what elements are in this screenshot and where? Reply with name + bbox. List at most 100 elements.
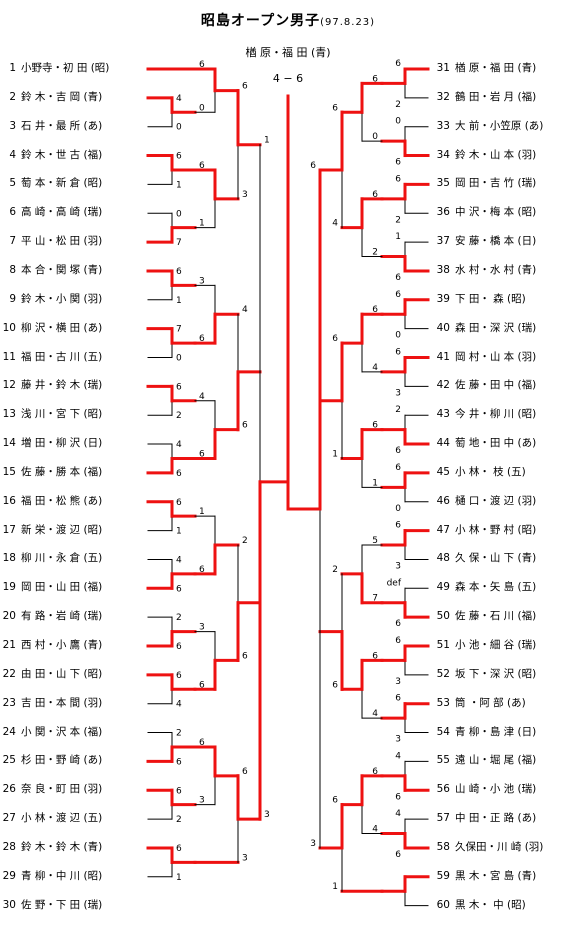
player-club: (あ) <box>83 494 103 507</box>
player-names: 平 山・松 田 <box>21 235 81 248</box>
player-number: 22 <box>2 667 16 680</box>
score-label: 2 <box>332 565 338 575</box>
score-label: 2 <box>395 405 401 415</box>
player-names: 岡 田・吉 竹 <box>455 177 515 190</box>
player-club: (福) <box>517 610 537 623</box>
player-number: 2 <box>9 90 16 103</box>
player-names: 水 村・水 村 <box>455 263 515 276</box>
player-club: (昭) <box>507 292 526 305</box>
player-club: (青) <box>517 62 537 74</box>
score-label: 4 <box>332 219 338 229</box>
player-number: 39 <box>436 292 450 305</box>
score-label: 6 <box>199 449 205 459</box>
score-label: 6 <box>176 382 182 392</box>
player-names: 青 柳・中 川 <box>21 869 81 882</box>
score-label: 6 <box>242 82 248 92</box>
score-label: 1 <box>176 873 182 883</box>
player-names: 小 関・沢 本 <box>21 725 81 738</box>
player-number: 27 <box>2 812 16 825</box>
score-label: 2 <box>176 815 182 825</box>
player-club: (昭) <box>517 206 537 219</box>
player-club: (福) <box>83 465 103 478</box>
player-names: 岡 村・山 本 <box>455 350 515 363</box>
score-label: 6 <box>372 74 378 84</box>
player-number: 8 <box>9 263 16 276</box>
score-label: 3 <box>242 853 248 863</box>
player-club: (青) <box>83 263 103 276</box>
player-club: (あ) <box>517 437 537 450</box>
score-label: 6 <box>176 152 182 162</box>
score-label: 6 <box>395 619 401 629</box>
player-names: 鈴 木・小 関 <box>21 292 81 305</box>
player-names: 佐 野・下 田 <box>21 898 81 911</box>
score-label: 6 <box>332 796 338 806</box>
player-club: (五) <box>507 465 526 478</box>
player-club: (羽) <box>83 292 103 305</box>
player-names: 樋 口・渡 辺 <box>455 494 515 507</box>
player-names: 青 柳・島 津 <box>455 725 515 738</box>
player-club: (日) <box>83 437 103 450</box>
player-number: 51 <box>436 639 450 651</box>
player-club: (青) <box>517 263 537 276</box>
player-names: 今 井・柳 川 <box>455 408 515 421</box>
score-label: 1 <box>176 296 182 306</box>
player-names: 下 田・ 森 <box>455 292 504 305</box>
player-number: 43 <box>436 408 450 421</box>
score-label: 6 <box>395 850 401 860</box>
player-number: 50 <box>436 610 450 623</box>
score-label: 6 <box>395 446 401 456</box>
score-label: 3 <box>199 623 205 633</box>
score-label: 6 <box>332 680 338 690</box>
score-label: 1 <box>264 136 270 146</box>
player-names: 杉 田・野 崎 <box>21 754 81 767</box>
player-number: 16 <box>2 494 16 507</box>
player-names: 坂 下・深 沢 <box>455 667 515 680</box>
player-number: 28 <box>2 840 16 853</box>
player-names: 遠 山・堀 尾 <box>455 754 515 767</box>
score-label: 3 <box>310 839 316 849</box>
player-number: 5 <box>9 177 16 190</box>
player-club: (羽) <box>517 350 537 363</box>
player-club: (昭) <box>83 667 103 680</box>
player-club: (瑞) <box>83 206 103 219</box>
score-label: 4 <box>395 809 401 819</box>
score-label: 0 <box>176 354 182 364</box>
player-entry: 43 今 井・柳 川 (昭) <box>436 408 537 421</box>
player-number: 23 <box>2 696 16 709</box>
player-number: 42 <box>436 379 450 392</box>
player-number: 32 <box>436 90 450 103</box>
player-names: 吉 田・本 間 <box>21 696 81 709</box>
player-club: (日) <box>517 235 537 248</box>
player-club: (瑞) <box>517 639 537 651</box>
player-club: (福) <box>83 581 103 594</box>
score-label: 3 <box>395 388 401 398</box>
player-entry: 39 下 田・ 森 (昭) <box>436 293 526 306</box>
score-label: 6 <box>372 767 378 777</box>
player-number: 19 <box>2 581 16 594</box>
score-label: 2 <box>176 613 182 623</box>
score-label: 6 <box>372 421 378 431</box>
player-number: 33 <box>436 119 450 132</box>
player-club: (昭) <box>517 408 537 421</box>
player-number: 3 <box>9 119 16 132</box>
